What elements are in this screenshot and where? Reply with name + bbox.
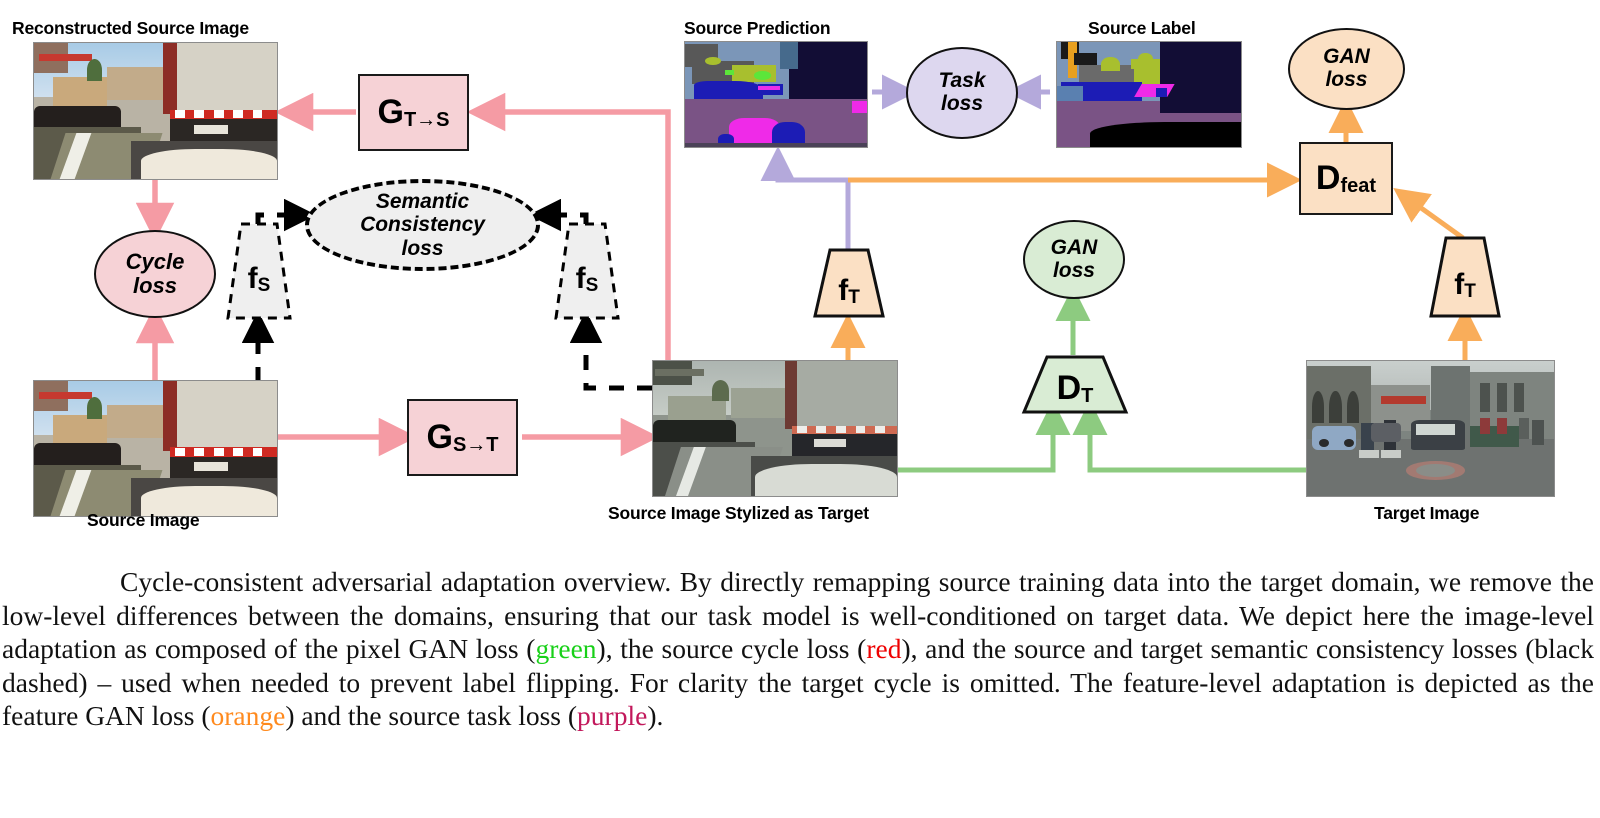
- task-loss-node[interactable]: Task loss: [906, 47, 1018, 139]
- semantic-consistency-loss-node[interactable]: Semantic Consistency loss: [305, 179, 540, 271]
- arrow-fs-right-to-semantic: [528, 198, 589, 232]
- feature-extractor-ft-left[interactable]: fT: [813, 248, 885, 318]
- gan-loss-pixel-label: GAN loss: [1050, 235, 1098, 282]
- cycle-loss-label: Cycle loss: [125, 249, 185, 298]
- figure-diagram: Reconstructed Source Image: [12, 18, 1555, 530]
- feature-extractor-fs-right[interactable]: fS: [554, 222, 620, 320]
- label-source-image: Source Image: [87, 510, 200, 530]
- arrow-stylized-to-gts: [466, 92, 671, 372]
- feature-extractor-fs-left[interactable]: fS: [226, 222, 292, 320]
- caption-orange-word: orange: [210, 700, 286, 731]
- cycle-loss-node[interactable]: Cycle loss: [94, 230, 216, 318]
- semantic-consistency-loss-label: Semantic Consistency loss: [360, 189, 485, 260]
- label-stylized-source-image: Source Image Stylized as Target: [608, 503, 869, 523]
- caption-seg4: ) and the source task loss (: [285, 700, 578, 731]
- feature-extractor-ft-right[interactable]: fT: [1429, 236, 1501, 318]
- discriminator-dt[interactable]: DT: [1021, 355, 1129, 414]
- dfeat-label: Dfeat: [1315, 159, 1377, 197]
- caption-green-word: green: [535, 633, 597, 664]
- label-source-label: Source Label: [1088, 18, 1196, 38]
- discriminator-dfeat-box[interactable]: Dfeat: [1299, 142, 1393, 215]
- caption-purple-word: purple: [577, 700, 648, 731]
- dt-label: DT: [1056, 369, 1094, 407]
- label-target-image: Target Image: [1374, 503, 1480, 523]
- arrow-targetimage-to-dt: [1072, 399, 1306, 473]
- gan-loss-feature-label: GAN loss: [1323, 45, 1370, 91]
- gan-loss-feature-node[interactable]: GAN loss: [1288, 28, 1405, 110]
- connector-layer: [135, 74, 1483, 473]
- generator-t-to-s-label: GT→S: [377, 93, 450, 131]
- caption-seg2: ), the source cycle loss (: [596, 633, 867, 664]
- ft-left-label: fT: [838, 274, 860, 308]
- label-reconstructed-source-image: Reconstructed Source Image: [12, 18, 249, 38]
- caption-seg5: ).: [647, 700, 664, 731]
- generator-t-to-s-box[interactable]: GT→S: [358, 74, 469, 151]
- figure-caption: Cycle-consistent adversarial adaptation …: [0, 565, 1600, 733]
- gan-loss-pixel-node[interactable]: GAN loss: [1023, 220, 1125, 299]
- generator-s-to-t-box[interactable]: GS→T: [407, 399, 518, 476]
- fs-right-label: fS: [575, 262, 599, 296]
- caption-red-word: red: [866, 633, 902, 664]
- source-label-image: [1056, 41, 1242, 148]
- caption-seg1: By directly remapping source training da…: [2, 566, 1594, 664]
- source-prediction-image: [684, 41, 868, 148]
- ft-right-label: fT: [1454, 268, 1476, 302]
- arrow-fs-left-to-semantic: [255, 198, 317, 232]
- arrow-stylized-to-fs-right: [569, 310, 652, 391]
- caption-seg3: ), and the source and target semantic co…: [2, 633, 1594, 731]
- label-source-prediction: Source Prediction: [684, 18, 831, 38]
- task-loss-label: Task loss: [938, 69, 986, 115]
- target-image: [1306, 360, 1555, 497]
- arrow-ft-right-to-dfeat: [1393, 188, 1465, 241]
- generator-s-to-t-label: GS→T: [426, 418, 499, 456]
- reconstructed-source-image: [33, 42, 278, 180]
- stylized-source-image: [652, 360, 898, 497]
- arrow-stylized-to-dt: [896, 399, 1071, 473]
- caption-lead: Cycle-consistent adversarial adaptation …: [120, 566, 672, 597]
- fs-left-label: fS: [247, 262, 271, 296]
- source-image: [33, 380, 278, 517]
